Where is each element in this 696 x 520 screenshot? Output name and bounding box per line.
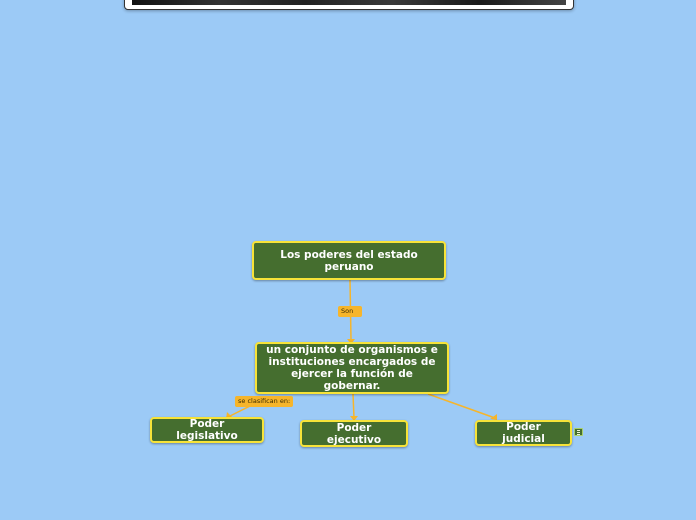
embedded-image-frame xyxy=(124,0,574,10)
arrowhead-judicial xyxy=(490,414,497,420)
connector-label-clasifican[interactable]: se clasifican en: xyxy=(235,396,294,407)
definition-node[interactable]: un conjunto de organismos e institucione… xyxy=(255,342,449,394)
root-node-label: Los poderes del estado peruano xyxy=(280,248,418,273)
legislativo-node[interactable]: Poder legislativo xyxy=(150,417,264,443)
judicial-node-label: Poder judicial xyxy=(502,421,545,445)
link-definition-judicial xyxy=(427,393,496,419)
root-node[interactable]: Los poderes del estado peruano xyxy=(252,241,446,280)
ejecutivo-node[interactable]: Poder ejecutivo xyxy=(300,420,408,447)
note-icon[interactable] xyxy=(574,428,583,436)
legislativo-node-label: Poder legislativo xyxy=(176,418,238,442)
connector-label-son[interactable]: Son xyxy=(338,306,362,317)
arrowhead-definition xyxy=(347,339,355,344)
link-definition-ejecutivo xyxy=(352,393,355,419)
embedded-image xyxy=(132,0,566,5)
arrowhead-ejecutivo xyxy=(350,416,358,421)
ejecutivo-node-label: Poder ejecutivo xyxy=(326,421,382,446)
definition-node-label: un conjunto de organismos e institucione… xyxy=(266,344,438,392)
judicial-node[interactable]: Poder judicial xyxy=(475,420,572,446)
